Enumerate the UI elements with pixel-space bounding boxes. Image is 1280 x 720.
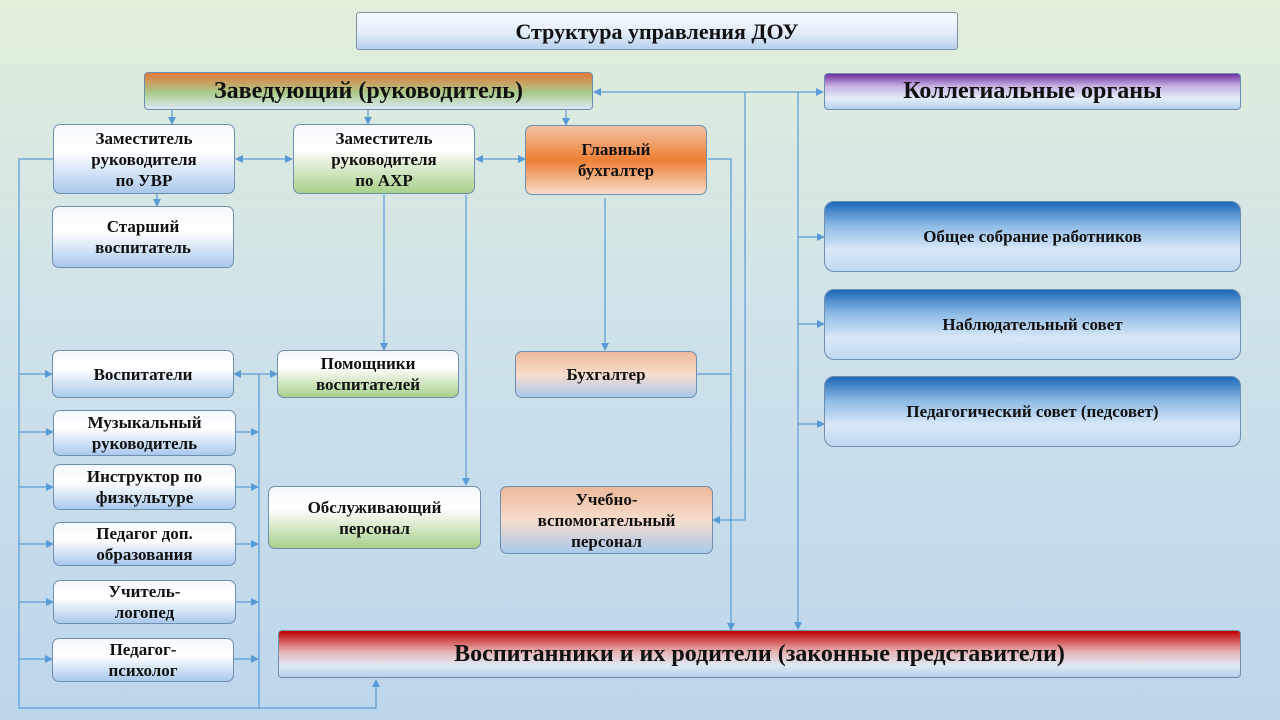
pedagogical-council-box: Педагогический совет (педсовет) <box>824 376 1241 447</box>
speech-therapist-box: Учитель- логопед <box>53 580 236 624</box>
accountant-box: Бухгалтер <box>515 351 697 398</box>
supervisory-board-box: Наблюдательный совет <box>824 289 1241 360</box>
chief-accountant-box: Главный бухгалтер <box>525 125 707 195</box>
head-box: Заведующий (руководитель) <box>144 72 593 110</box>
pe-instructor-box: Инструктор по физкультуре <box>53 464 236 510</box>
senior-teacher-box: Старший воспитатель <box>52 206 234 268</box>
psychologist-box: Педагог- психолог <box>52 638 234 682</box>
pupils-and-parents-box: Воспитанники и их родители (законные пре… <box>278 630 1241 678</box>
deputy-uvr-box: Заместитель руководителя по УВР <box>53 124 235 194</box>
support-staff-box: Учебно- вспомогательный персонал <box>500 486 713 554</box>
deputy-ahr-box: Заместитель руководителя по АХР <box>293 124 475 194</box>
assistant-teachers-box: Помощники воспитателей <box>277 350 459 398</box>
collegial-bodies-box: Коллегиальные органы <box>824 73 1241 110</box>
page-title: Структура управления ДОУ <box>356 12 958 50</box>
teachers-box: Воспитатели <box>52 350 234 398</box>
extra-education-teacher-box: Педагог доп. образования <box>53 522 236 566</box>
general-meeting-box: Общее собрание работников <box>824 201 1241 272</box>
service-staff-box: Обслуживающий персонал <box>268 486 481 549</box>
music-director-box: Музыкальный руководитель <box>53 410 236 456</box>
